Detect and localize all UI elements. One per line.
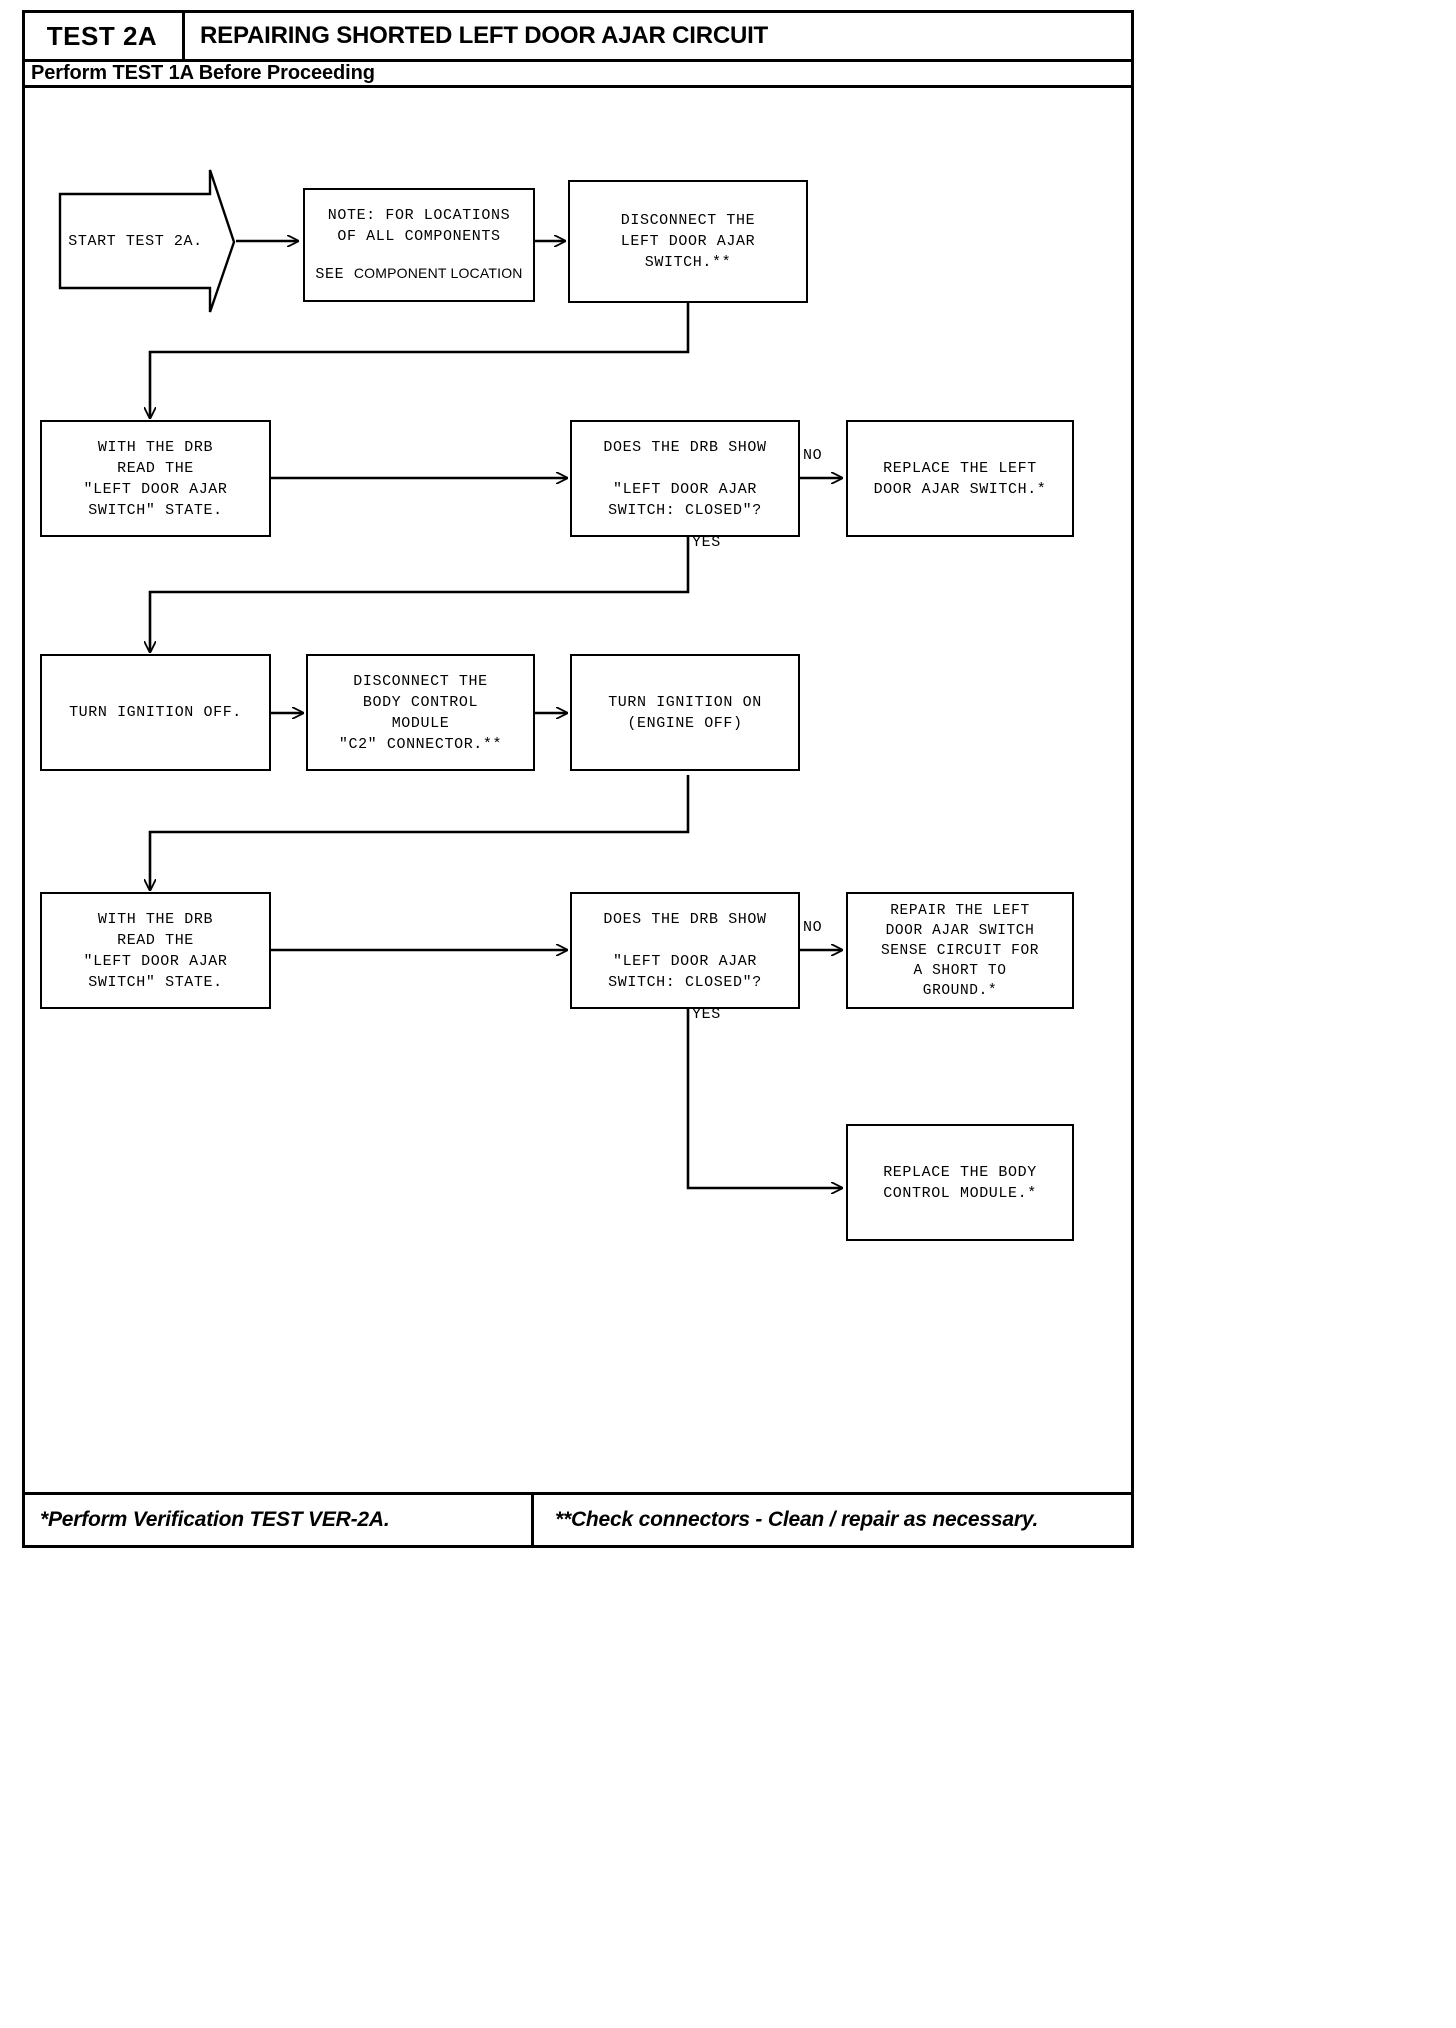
node-ignition-off: TURN IGNITION OFF.	[40, 654, 271, 771]
node-decision-1: DOES THE DRB SHOW "LEFT DOOR AJAR SWITCH…	[570, 420, 800, 537]
page-title: REPAIRING SHORTED LEFT DOOR AJAR CIRCUIT	[200, 22, 769, 49]
branch-label-decision-2-no: NO	[803, 919, 823, 936]
test-id-box: TEST 2A	[22, 10, 185, 62]
note-box: NOTE: FOR LOCATIONS OF ALL COMPONENTS SE…	[303, 188, 535, 302]
node-disconnect-bcm-text: DISCONNECT THE BODY CONTROL MODULE "C2" …	[338, 672, 503, 753]
start-node-label: START TEST 2A.	[68, 232, 203, 250]
note-line-1: NOTE: FOR LOCATIONS	[327, 207, 511, 224]
node-repair-circuit: REPAIR THE LEFT DOOR AJAR SWITCH SENSE C…	[846, 892, 1074, 1009]
node-ignition-on: TURN IGNITION ON (ENGINE OFF)	[570, 654, 800, 771]
note-see-reference: COMPONENT LOCATION	[353, 265, 523, 281]
footer-right-cell: **Check connectors - Clean / repair as n…	[537, 1492, 1134, 1548]
node-disconnect-switch-text: DISCONNECT THE LEFT DOOR AJAR SWITCH.**	[620, 212, 756, 271]
node-replace-bcm: REPLACE THE BODY CONTROL MODULE.*	[846, 1124, 1074, 1241]
branch-label-decision-2-yes: YES	[692, 1006, 721, 1023]
node-replace-bcm-text: REPLACE THE BODY CONTROL MODULE.*	[883, 1163, 1037, 1202]
page-border	[22, 10, 1134, 1548]
header-subtitle: Perform TEST 1A Before Proceeding	[31, 62, 375, 84]
node-read-state-2: WITH THE DRB READ THE "LEFT DOOR AJAR SW…	[40, 892, 271, 1009]
footer-band	[22, 1492, 1134, 1548]
header-band	[22, 10, 1134, 62]
note-see-keyword: SEE	[315, 266, 345, 283]
note-line-2: OF ALL COMPONENTS	[337, 228, 501, 245]
branch-label-decision-1-yes: YES	[692, 534, 721, 551]
note-see-line: SEE COMPONENT LOCATION	[315, 263, 522, 285]
test-id-label: TEST 2A	[46, 20, 158, 51]
node-read-state-1: WITH THE DRB READ THE "LEFT DOOR AJAR SW…	[40, 420, 271, 537]
node-ignition-on-text: TURN IGNITION ON (ENGINE OFF)	[608, 693, 762, 732]
node-ignition-off-text: TURN IGNITION OFF.	[69, 704, 242, 721]
node-decision-2-text: DOES THE DRB SHOW "LEFT DOOR AJAR SWITCH…	[603, 910, 767, 991]
node-read-state-1-text: WITH THE DRB READ THE "LEFT DOOR AJAR SW…	[83, 438, 228, 519]
node-decision-2: DOES THE DRB SHOW "LEFT DOOR AJAR SWITCH…	[570, 892, 800, 1009]
header-title-area: REPAIRING SHORTED LEFT DOOR AJAR CIRCUIT	[200, 10, 1130, 62]
node-disconnect-switch: DISCONNECT THE LEFT DOOR AJAR SWITCH.**	[568, 180, 808, 303]
start-node-shape	[58, 168, 236, 314]
start-node-label-wrap: START TEST 2A.	[58, 168, 213, 314]
node-repair-circuit-text: REPAIR THE LEFT DOOR AJAR SWITCH SENSE C…	[880, 902, 1040, 999]
footer-left-note: *Perform Verification TEST VER-2A.	[40, 1508, 390, 1531]
node-replace-switch-text: REPLACE THE LEFT DOOR AJAR SWITCH.*	[873, 459, 1047, 498]
footer-left-cell: *Perform Verification TEST VER-2A.	[22, 1492, 534, 1548]
node-replace-switch: REPLACE THE LEFT DOOR AJAR SWITCH.*	[846, 420, 1074, 537]
node-disconnect-bcm: DISCONNECT THE BODY CONTROL MODULE "C2" …	[306, 654, 535, 771]
node-read-state-2-text: WITH THE DRB READ THE "LEFT DOOR AJAR SW…	[83, 910, 228, 991]
footer-right-note: **Check connectors - Clean / repair as n…	[555, 1508, 1039, 1531]
node-decision-1-text: DOES THE DRB SHOW "LEFT DOOR AJAR SWITCH…	[603, 438, 767, 519]
header-subtitle-band: Perform TEST 1A Before Proceeding	[22, 62, 1134, 88]
branch-label-decision-1-no: NO	[803, 447, 823, 464]
